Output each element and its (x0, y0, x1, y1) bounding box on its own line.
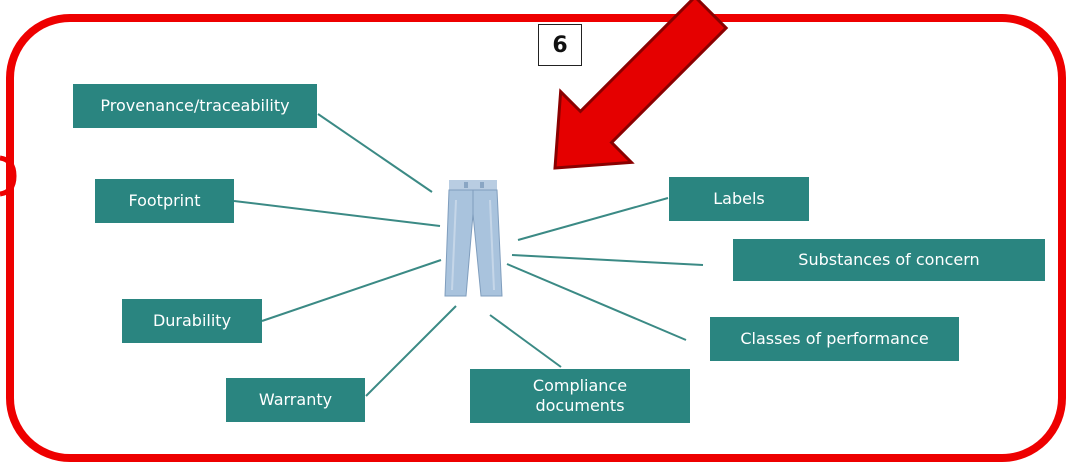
connector-lines (233, 113, 704, 397)
pointer-arrow-icon (553, 0, 729, 170)
connector-warranty (365, 305, 457, 397)
connector-footprint (233, 200, 441, 227)
labels-box: Labels (669, 177, 809, 221)
jeans-icon (444, 180, 503, 297)
warranty-box: Warranty (226, 378, 365, 422)
durability-box: Durability (122, 299, 262, 343)
red-frame (6, 14, 1066, 462)
connector-compliance (489, 314, 562, 368)
connector-substances (511, 254, 704, 266)
connector-performance (506, 263, 687, 341)
warranty-label: Warranty (258, 390, 333, 409)
connector-provenance (317, 113, 433, 193)
step-number-badge: 6 (538, 24, 582, 66)
provenance-label: Provenance/traceability (100, 96, 290, 115)
footprint-box: Footprint (95, 179, 234, 223)
connector-durability (261, 259, 442, 322)
footprint-label: Footprint (128, 191, 201, 210)
substances-label: Substances of concern (798, 250, 980, 269)
durability-label: Durability (152, 311, 232, 330)
performance-box: Classes of performance (710, 317, 959, 361)
provenance-box: Provenance/traceability (73, 84, 317, 128)
compliance-label: Compliance documents (532, 376, 628, 415)
performance-label: Classes of performance (740, 329, 929, 348)
left-edge-mark (0, 155, 17, 197)
connector-labels (517, 197, 669, 241)
substances-box: Substances of concern (733, 239, 1045, 281)
labels-label: Labels (713, 189, 765, 208)
compliance-box: Compliance documents (470, 369, 690, 423)
